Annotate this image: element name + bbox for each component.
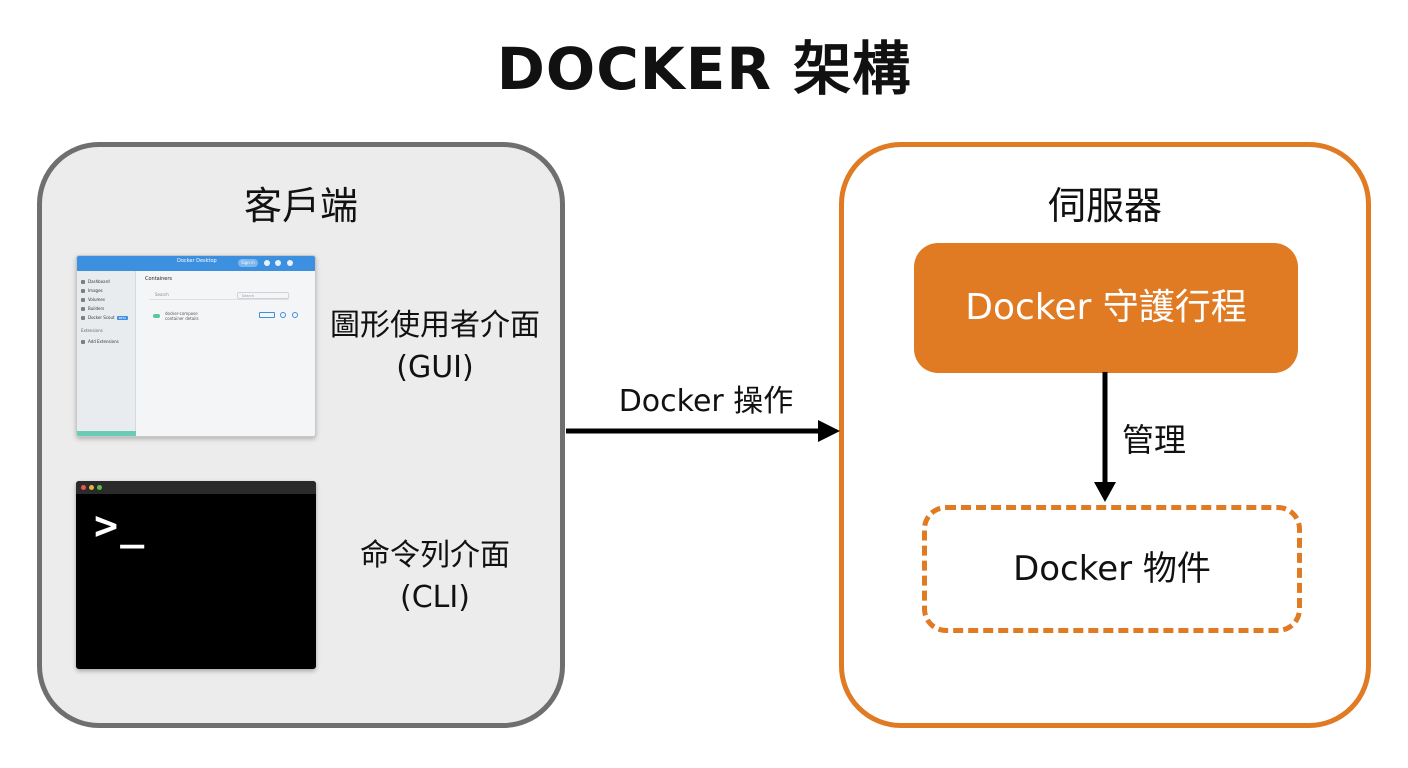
container-status-icon [153,314,160,318]
manage-label: 管理 [1122,421,1187,459]
gui-row-name: docker-compose [165,311,198,316]
gui-row-detail: container details [165,316,199,321]
gui-sidebar-section: Extensions [81,328,103,333]
cli-label-line1: 命令列介面 [360,538,510,573]
daemon-to-objects-arrowhead [1094,482,1116,502]
account-icon [287,260,293,266]
cli-label: 命令列介面 (CLI) [310,535,560,619]
gui-sign-in-button: Sign in [238,259,258,267]
cli-label-line2: (CLI) [400,580,470,615]
close-dot-icon [81,485,86,490]
gui-sidebar-item: Dashboard [81,279,110,284]
gui-status-bar [77,431,136,436]
gui-container-row: docker-compose container details [165,311,199,321]
gui-row-action-icon [280,312,286,318]
gui-search-box: Search [237,292,289,299]
gui-sidebar: Dashboard Images Volumes Builders Docker… [77,271,136,436]
gui-sidebar-item: Volumes [81,297,105,302]
gui-label: 圖形使用者介面 (GUI) [310,305,560,389]
client-title: 客戶端 [243,184,358,228]
terminal-titlebar [76,481,316,494]
docker-objects-box: Docker 物件 [922,505,1302,633]
maximize-dot-icon [97,485,102,490]
gui-label-line1: 圖形使用者介面 [330,308,540,343]
grid-icon [275,260,281,266]
client-panel: 客戶端 Docker Desktop Sign in Dashboard Ima… [37,142,565,728]
gui-row-action-icon [259,312,275,318]
gui-label-line2: (GUI) [396,350,474,385]
diagram-title: DOCKER 架構 [496,35,912,103]
gui-search: Search [149,292,289,300]
docker-daemon-box: Docker 守護行程 [914,243,1298,373]
gui-sidebar-item: Add Extensions [81,339,119,344]
beta-badge: BETA [116,316,129,320]
settings-icon [264,260,270,266]
gui-main-title: Containers [145,276,173,282]
gui-screenshot: Docker Desktop Sign in Dashboard Images … [76,255,316,437]
gui-sidebar-item-label: Docker Scout [88,315,115,320]
client-to-server-arrowhead [818,420,840,442]
terminal-prompt: >_ [94,503,147,549]
gui-sidebar-item: Images [81,288,103,293]
terminal-window: >_ [76,481,316,669]
docker-operation-label: Docker 操作 [618,384,794,419]
gui-app-title: Docker Desktop [177,258,217,264]
server-title: 伺服器 [1047,184,1162,228]
minimize-dot-icon [89,485,94,490]
gui-sidebar-item: Builders [81,306,104,311]
gui-row-action-icon [292,312,298,318]
